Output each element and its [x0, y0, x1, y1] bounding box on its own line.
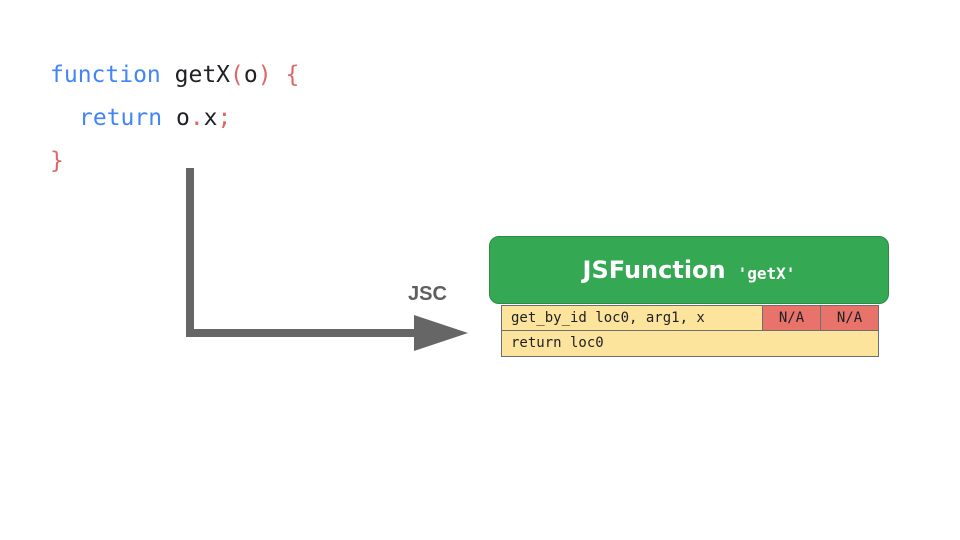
code-line-2: return o.x;: [50, 97, 299, 140]
jsc-label: JSC: [408, 283, 447, 305]
bytecode-table: get_by_id loc0, arg1, x N/A N/A return l…: [501, 305, 879, 357]
code-line-3: }: [50, 140, 299, 183]
bytecode-instruction: get_by_id loc0, arg1, x: [501, 305, 763, 331]
function-keyword: function: [50, 62, 161, 88]
jsfunction-box: JSFunction 'getX': [489, 236, 889, 304]
source-code: function getX(o) { return o.x; }: [50, 54, 299, 183]
inline-cache-slot: N/A: [821, 305, 879, 331]
dot-operator: .: [189, 105, 204, 131]
code-line-1: function getX(o) {: [50, 54, 299, 97]
arrow-head-icon: [414, 315, 468, 351]
inline-cache-slot: N/A: [763, 305, 821, 331]
return-keyword: return: [79, 105, 163, 131]
semicolon: ;: [217, 105, 232, 131]
bytecode-row: get_by_id loc0, arg1, x N/A N/A: [501, 305, 879, 331]
property-name: x: [203, 105, 218, 131]
open-paren: (: [230, 62, 244, 88]
jsfunction-name: 'getX': [737, 263, 796, 283]
bytecode-instruction: return loc0: [501, 331, 879, 357]
close-brace: }: [50, 148, 64, 174]
jsfunction-title: JSFunction: [582, 256, 726, 284]
function-name: getX: [174, 62, 231, 88]
close-paren: ): [257, 62, 272, 88]
object-name: o: [175, 105, 190, 131]
param-name: o: [243, 62, 258, 88]
arrow-shaft: [186, 168, 418, 337]
bytecode-row: return loc0: [501, 331, 879, 357]
open-brace: {: [285, 62, 300, 88]
